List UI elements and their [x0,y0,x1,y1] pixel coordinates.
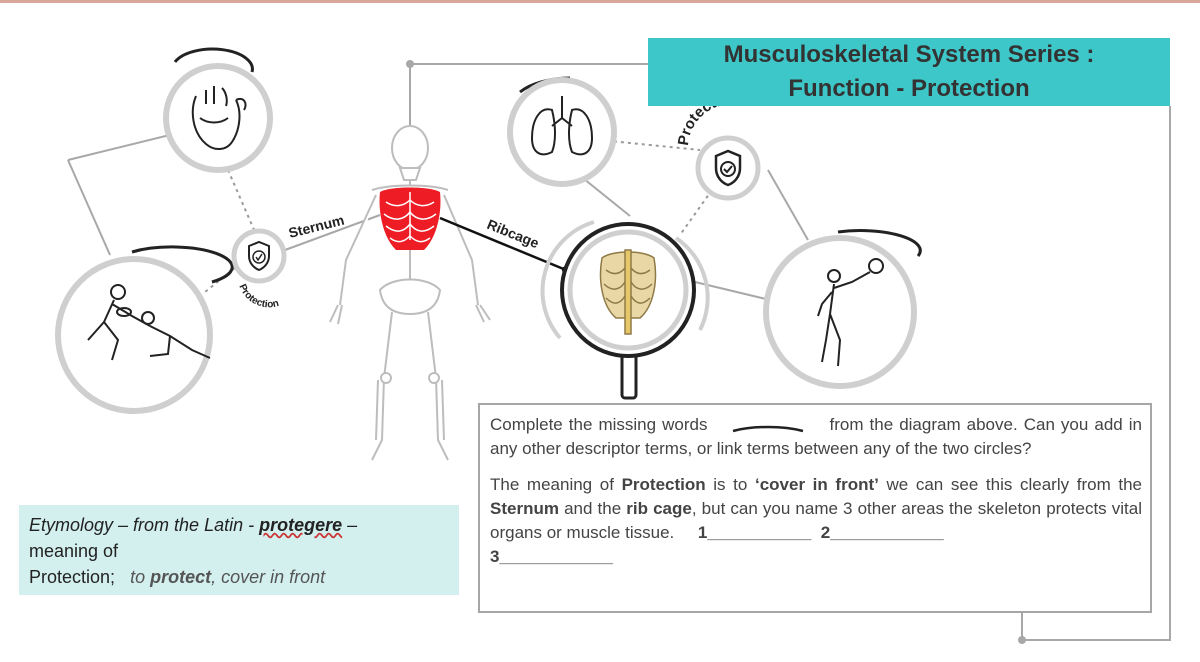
ribcage-highlight [379,187,441,250]
connector-dot [1018,636,1026,644]
etym-text: Protection; [29,567,116,587]
lungs-icon [530,96,594,156]
skeleton-figure [329,125,491,461]
etymology-box: Etymology – from the Latin - protegere –… [19,505,459,595]
task-paragraph-2: The meaning of Protection is to ‘cover i… [490,473,1142,569]
ribcage-label: Ribcage [485,216,542,251]
task-text: The meaning of [490,475,622,494]
etymology-line-3: Protection; to protect, cover in front [29,564,449,590]
title-line-1: Musculoskeletal System Series : [723,41,1095,68]
etym-bold-protect: protect [150,567,212,587]
task-text: we can see this clearly from the [878,475,1143,494]
connector-dot [406,60,414,68]
task-p1-end: from the diagram above. Can you add in a… [490,415,1142,458]
protection-shield-large: Protection [675,91,761,201]
basketball-circle [763,229,922,389]
lungs-circle [507,76,617,187]
task-bold-protection: Protection [621,475,706,494]
etym-text: , cover in front [211,567,326,587]
shield-check-icon [248,240,270,272]
protection-small-label: Protection [236,283,280,311]
title-banner: Musculoskeletal System Series : Function… [648,38,1170,106]
missing-word-arc-icon [733,425,804,432]
answer-blank-1[interactable]: 1___________ [697,523,812,542]
task-bold-sternum: Sternum [490,499,559,518]
task-text: is to [705,475,755,494]
dotted-links [204,139,713,293]
top-rule [0,0,1200,3]
etymology-line-1: Etymology – from the Latin - protegere – [29,512,449,538]
heart-circle [163,47,273,173]
etym-text: to [130,567,151,587]
heart-icon [191,86,247,150]
etym-text: – [342,515,358,535]
task-text: and the [558,499,627,518]
task-text: , but can you name 3 other areas the ske… [490,499,1142,542]
task-bold-ribcage: rib cage [626,499,692,518]
rugby-tackle-icon [87,284,211,361]
sternum-label: Sternum [287,212,346,241]
title-line-2: Function - Protection [788,75,1030,102]
magnifier-icon [540,220,710,400]
task-paragraph-1: Complete the missing words from the diag… [490,413,1142,461]
shield-check-icon [714,149,742,187]
ribcage-pointer-line [439,216,567,272]
task-box: Complete the missing words from the diag… [478,403,1152,613]
etym-latin-word: protegere [259,515,343,535]
ribcage-icon [599,249,657,335]
etymology-line-2: meaning of [29,541,119,561]
answer-blank-3[interactable]: 3____________ [490,547,613,566]
basketball-player-icon [817,258,884,367]
protection-shield-small: Protection [231,228,287,311]
task-p1-start: Complete the missing words [490,415,708,434]
task-bold-cover: ‘cover in front’ [754,475,879,494]
rugby-circle [55,245,234,414]
answer-blank-2[interactable]: 2____________ [820,523,944,542]
etym-text: Etymology – from the Latin - [29,515,260,535]
